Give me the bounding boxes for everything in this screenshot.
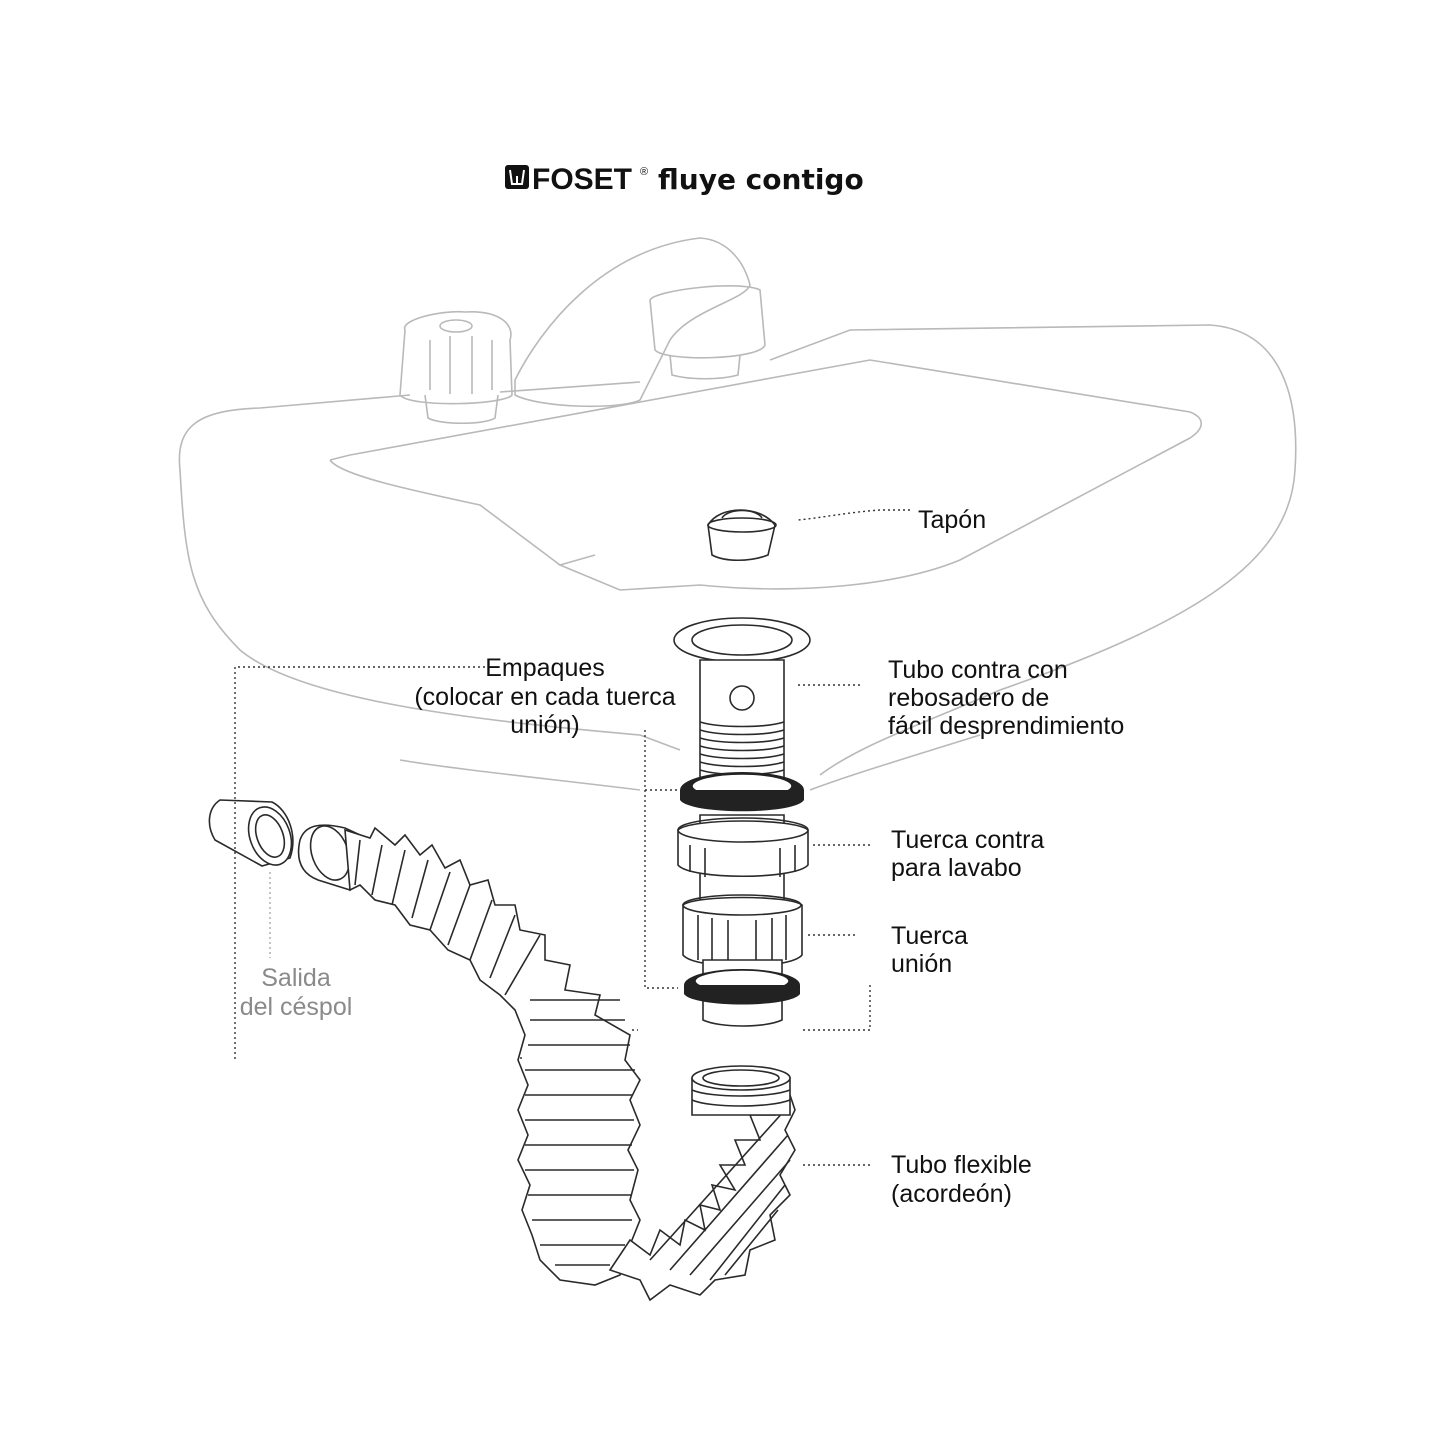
empaques-outer-leader bbox=[234, 666, 485, 1060]
leader-lines bbox=[234, 509, 910, 1166]
foset-logo-icon bbox=[505, 165, 529, 189]
label-tubo-contra-line1: Tubo contra con bbox=[888, 656, 1068, 684]
brand-tagline: fluye contigo bbox=[658, 163, 864, 196]
label-tubo-flexible-line2: (acordeón) bbox=[891, 1180, 1012, 1208]
tapon-leader bbox=[797, 509, 910, 521]
tubo-contra-part bbox=[673, 617, 811, 791]
tuerca-contra-part bbox=[677, 814, 809, 916]
empaques-lower-leader bbox=[644, 730, 678, 989]
brand-logo-text: FOSET bbox=[532, 163, 632, 196]
tapon-stopper bbox=[707, 509, 777, 562]
label-empaques-line3: unión) bbox=[510, 711, 580, 739]
part-labels: Tapón Empaques (colocar en cada tuerca u… bbox=[240, 506, 1125, 1208]
label-tubo-flexible-line1: Tubo flexible bbox=[891, 1151, 1032, 1179]
faucet-illustration bbox=[399, 237, 766, 424]
registered-mark: ® bbox=[640, 166, 648, 178]
sink-basin-illustration bbox=[178, 324, 1297, 791]
flex-tick-marks bbox=[520, 1029, 638, 1059]
label-tubo-contra-line3: fácil desprendimiento bbox=[888, 712, 1124, 740]
empaque-upper-gasket bbox=[680, 772, 804, 812]
salida-cespol-cap bbox=[208, 799, 294, 867]
label-tapon: Tapón bbox=[918, 506, 986, 534]
tuerca-union-bracket-leader bbox=[800, 985, 871, 1031]
label-tuerca-contra-line2: para lavabo bbox=[891, 854, 1022, 882]
label-salida-line2: del céspol bbox=[240, 993, 353, 1021]
label-salida-line1: Salida bbox=[261, 964, 331, 992]
tubo-flexible-part bbox=[297, 824, 796, 1302]
label-empaques-line1: Empaques bbox=[485, 654, 605, 682]
brand-header: FOSET ® fluye contigo bbox=[505, 163, 864, 196]
empaque-lower-gasket bbox=[684, 969, 800, 1005]
label-tuerca-union-line2: unión bbox=[891, 950, 952, 978]
label-empaques-line2: (colocar en cada tuerca bbox=[414, 683, 675, 711]
label-tuerca-contra-line1: Tuerca contra bbox=[891, 826, 1044, 854]
tuerca-union-part bbox=[682, 894, 803, 1027]
label-tubo-contra-line2: rebosadero de bbox=[888, 684, 1049, 712]
label-tuerca-union-line1: Tuerca bbox=[891, 922, 968, 950]
